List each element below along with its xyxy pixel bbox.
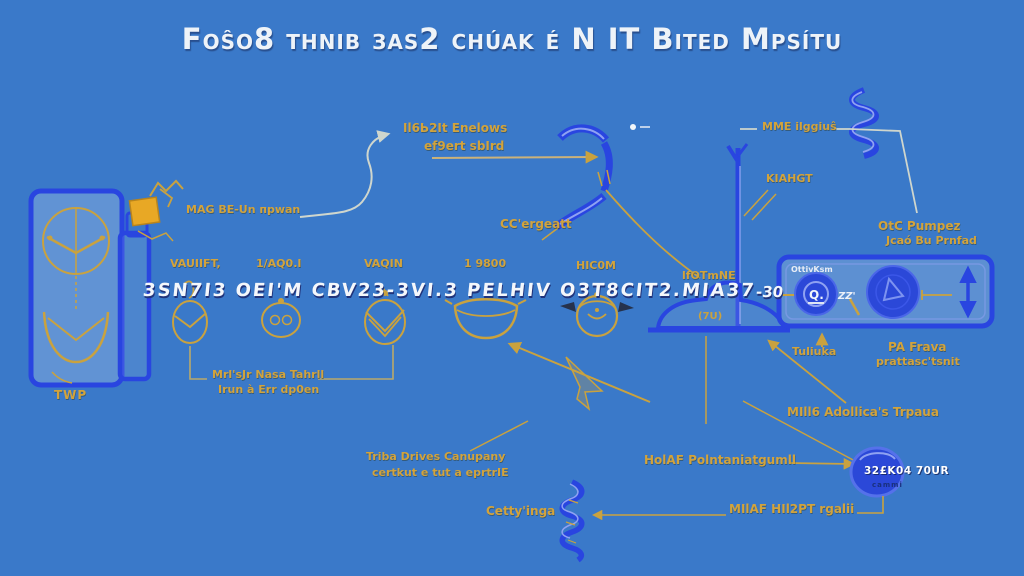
valve-2 [261,298,301,338]
mag-label: MAG BE-Un пpwаn [186,203,301,216]
leader-curve-s [299,130,391,218]
bracket-label-line2: Irun à Err dp0en [218,383,320,396]
mme-label: MME ilggiuŝ [762,120,837,133]
dial-glyph: Q. [809,288,824,302]
enclosure-label-line2: ef9ert sbІrd [424,139,505,153]
white-dot [630,124,636,130]
miug-label: MIll6 Adollica's Trpаua [787,405,939,419]
cathy-label: Cetty'inga [486,504,556,518]
triba-label-line1: Triba Drives Canupany [366,450,506,463]
leader-squiggle-band [605,189,701,279]
otc-label-line1: OtC Pumpez [878,219,961,233]
valve-label-4: 1 9800 [464,257,507,270]
valve-4-pot [444,298,527,340]
section-node-subtext: cammi [872,481,903,489]
valve-label-5: HIC0M [576,259,616,272]
tank-gauge-circle [42,207,110,275]
tank-bowl [42,311,110,384]
pa-label-line1: PA Frava [888,340,947,354]
storage-tank [28,188,152,388]
valve-1 [172,280,208,344]
miug-leader [767,339,847,404]
otc-label-line2: Jcaó Bu Prnfad [886,234,977,247]
kiahgt-label: KIAHGT [766,172,813,185]
valve-5-winged [560,292,634,338]
cc-label: CC'ergeatt [500,217,572,231]
iron-base: (7U) [648,280,790,333]
section-node [849,446,905,498]
enclosure-arrow [431,150,599,164]
component-squiggle-bottom [559,479,585,563]
kiahgt-leaders [743,189,777,221]
panel-mark: ZZ' [837,291,856,302]
bracket-label-line1: Mrl'sJr Nasa Tahrll [212,368,325,381]
milaf-label: MIlAF HIl2PT rgalii [729,502,855,516]
valve-3 [364,285,406,345]
holaf-label: HolAF Polntaniatgumll [644,453,796,467]
valve-label-1: VAUIIFT, [170,257,221,270]
valve-label-6: lfOTmNE [682,269,736,282]
section-connector [857,496,884,514]
mme-leader-right [836,128,918,214]
component-squiggle-top [541,124,613,241]
tulium-label: Tuliuka [792,345,837,358]
section-node-text: 32£K04 70UR [864,465,950,477]
spring-coil [849,87,879,159]
valve-label-3: VAQIN [364,257,403,270]
bracket-right [318,345,394,380]
bracket-left [189,346,207,380]
yellow-box [128,179,184,242]
pump-panel: OttivKsm Q. ZZ' [776,254,995,329]
pipe-band-text: 3SN7I3 OEI'M CBV23-3VI.3 PELHIV O3T8CIT2… [141,280,757,301]
pump-dial-2 [866,265,920,319]
pump-dial-1: Q. [794,272,838,316]
enclosure-label-line1: Il6Ь2It Enelows [403,121,508,135]
triba-label-line2: certkut e tut a eprtrIE [372,466,509,479]
holaf-arrow [788,458,856,470]
iron-mark: (7U) [698,311,722,322]
diagram-title: Foŝo8 тhnіb зas2 chúak é N IT Bited Mpsí… [181,22,843,56]
pipe-band-suffix: -30 [755,283,785,301]
pa-label-line2: prattasc'tsnit [876,355,960,368]
long-diagonal-arrow [507,341,651,403]
triba-leader [469,420,529,452]
dart-arrowhead [565,356,604,412]
tank-caption: TWP [54,388,88,402]
valve-label-2: 1/AQ0.I [256,257,302,270]
holaf-diagonal [742,400,856,462]
panel-title: OttivKsm [791,265,833,274]
